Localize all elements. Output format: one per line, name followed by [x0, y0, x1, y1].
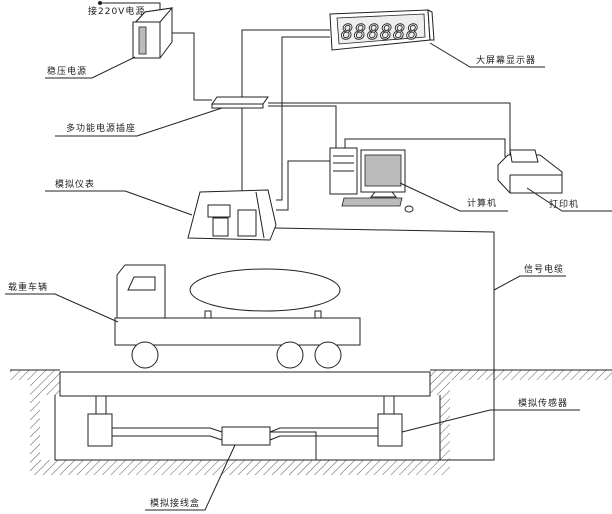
- weighbridge-pit: [10, 369, 612, 475]
- power-strip: [211, 96, 269, 109]
- label-mains: 接220V电源: [88, 5, 145, 17]
- label-ups: 稳压电源: [47, 65, 87, 77]
- analog-meter: [187, 189, 277, 241]
- label-power-strip: 多功能电源插座: [66, 122, 136, 134]
- label-truck: 载重车辆: [8, 281, 48, 293]
- computer: [329, 147, 414, 213]
- label-computer: 计算机: [467, 197, 497, 209]
- ups-power-supply: [131, 7, 174, 59]
- printer: [497, 149, 563, 194]
- label-meter: 模拟仪表: [55, 178, 95, 190]
- truck: [114, 264, 361, 369]
- label-display: 大屏幕显示器: [476, 54, 536, 66]
- big-display: 888888: [329, 9, 435, 51]
- label-junction-box: 模拟接线盒: [150, 497, 200, 509]
- callout-leaders: [5, 42, 612, 511]
- label-sensor: 模拟传感器: [518, 397, 568, 409]
- display-digits: 888888: [341, 20, 419, 44]
- junction-box: [221, 426, 271, 446]
- label-printer: 打印机: [549, 198, 579, 210]
- label-signal-cable: 信号电缆: [524, 263, 564, 275]
